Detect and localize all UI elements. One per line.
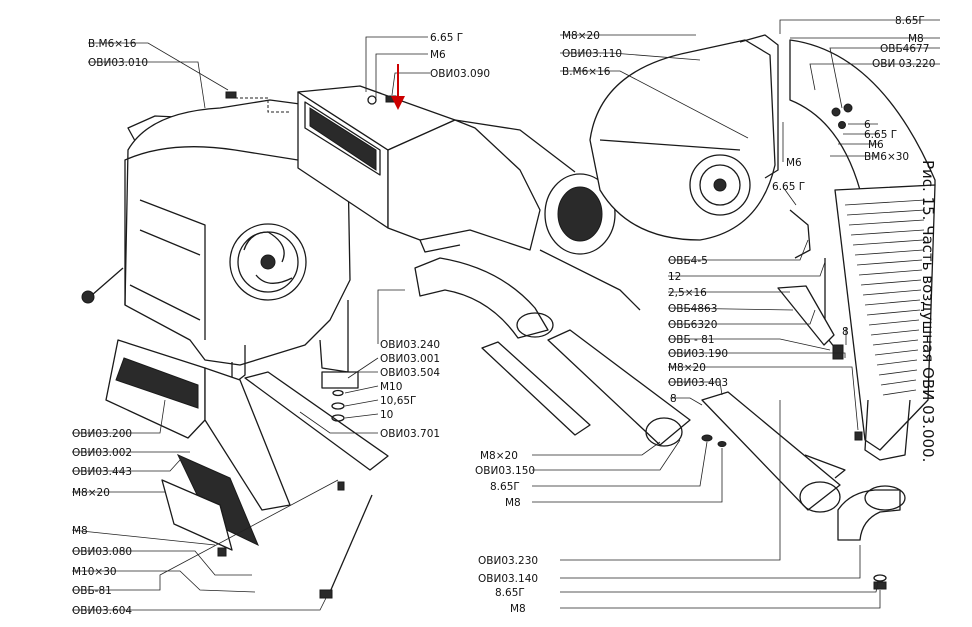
- label-ovi03-110: ОВИ03.110: [562, 48, 622, 60]
- label-ovi03-230: ОВИ03.230: [478, 555, 538, 567]
- label-ovi03-443: ОВИ03.443: [72, 466, 132, 478]
- label-m6-top: М6: [430, 49, 446, 61]
- right-fan-and-cyclone: [589, 34, 936, 461]
- label-g865-c: 8.65Г: [490, 481, 520, 493]
- label-m8x20-l: М8×20: [72, 487, 110, 499]
- left-fan-housing: [81, 91, 351, 386]
- label-ovi03-240: ОВИ03.240: [380, 339, 440, 351]
- label-m6-mid: М6: [786, 157, 802, 169]
- part-labels: В.М6×16 ОВИ03.010 6.65 Г М6 ОВИ03.090 М8…: [72, 15, 935, 617]
- label-m8x20-r: М8×20: [668, 362, 706, 374]
- label-n8-pipe: 8: [670, 393, 677, 405]
- label-m10: М10: [380, 381, 402, 393]
- cyclone-louvers: [844, 199, 926, 396]
- label-ovb4863: ОВБ4863: [668, 303, 717, 315]
- label-ovb6320: ОВБ6320: [668, 319, 717, 331]
- label-ovi03-701: ОВИ03.701: [380, 428, 440, 440]
- leader-lines: [71, 19, 940, 611]
- label-ovi03-010: ОВИ03.010: [88, 57, 148, 69]
- label-n10: 10: [380, 409, 393, 421]
- label-ovi03-604: ОВИ03.604: [72, 605, 132, 617]
- box-transition-duct: [297, 85, 641, 311]
- label-ovi03-190: ОВИ03.190: [668, 348, 728, 360]
- label-g865-b: 8.65Г: [495, 587, 525, 599]
- inlet-box-and-brackets: [105, 339, 389, 599]
- label-ovb-81-r: ОВБ - 81: [668, 334, 715, 346]
- label-ovi03-504: ОВИ03.504: [380, 367, 440, 379]
- label-n8-r: 8: [842, 326, 849, 338]
- label-n6: 6: [864, 119, 871, 131]
- label-g1065: 10,65Г: [380, 395, 416, 407]
- label-n12: 12: [668, 271, 681, 283]
- label-ovi03-150: ОВИ03.150: [475, 465, 535, 477]
- label-ovb64677: ОВБ4677: [880, 43, 929, 55]
- label-g665-mid: 6.65 Г: [772, 181, 805, 193]
- label-m8-l: М8: [72, 525, 88, 537]
- label-m8-c: М8: [505, 497, 521, 509]
- label-ovi03-001: ОВИ03.001: [380, 353, 440, 365]
- red-pointer-head: [391, 96, 405, 110]
- label-m8-tr: М8: [908, 33, 924, 45]
- red-pointer-arrow: [391, 64, 405, 110]
- label-g665-r: 6.65 Г: [864, 129, 897, 141]
- label-ovi03-220: ОВИ 03.220: [872, 58, 935, 70]
- label-g665-top: 6.65 Г: [430, 32, 463, 44]
- label-ovi03-140: ОВИ03.140: [478, 573, 538, 585]
- label-ovi03-200: ОВИ03.200: [72, 428, 132, 440]
- label-vm6x16-b: В.М6×16: [562, 66, 611, 78]
- label-ovi03-080: ОВИ03.080: [72, 546, 132, 558]
- label-vm6x16-a: В.М6×16: [88, 38, 137, 50]
- label-m8-b: М8: [510, 603, 526, 615]
- label-g865-tr: 8.65Г: [895, 15, 925, 27]
- label-m6-r: М6: [868, 139, 884, 151]
- label-vm6x30: ВМ6×30: [864, 151, 909, 163]
- label-ovi03-090: ОВИ03.090: [430, 68, 490, 80]
- air-ducts: [414, 257, 906, 590]
- label-m8x20-c: М8×20: [480, 450, 518, 462]
- label-ovb64-5: ОВБ4-5: [668, 255, 708, 267]
- label-ovi03-002: ОВИ03.002: [72, 447, 132, 459]
- label-m10x30: М10×30: [72, 566, 117, 578]
- label-n25x16: 2,5×16: [668, 287, 707, 299]
- figure-caption: Рис. 15. Часть воздушная ОВИ 03.000.: [919, 160, 937, 463]
- label-ovb-81-l: ОВБ-81: [72, 585, 112, 597]
- label-m8x20-top: М8×20: [562, 30, 600, 42]
- label-ovi03-403: ОВИ03.403: [668, 377, 728, 389]
